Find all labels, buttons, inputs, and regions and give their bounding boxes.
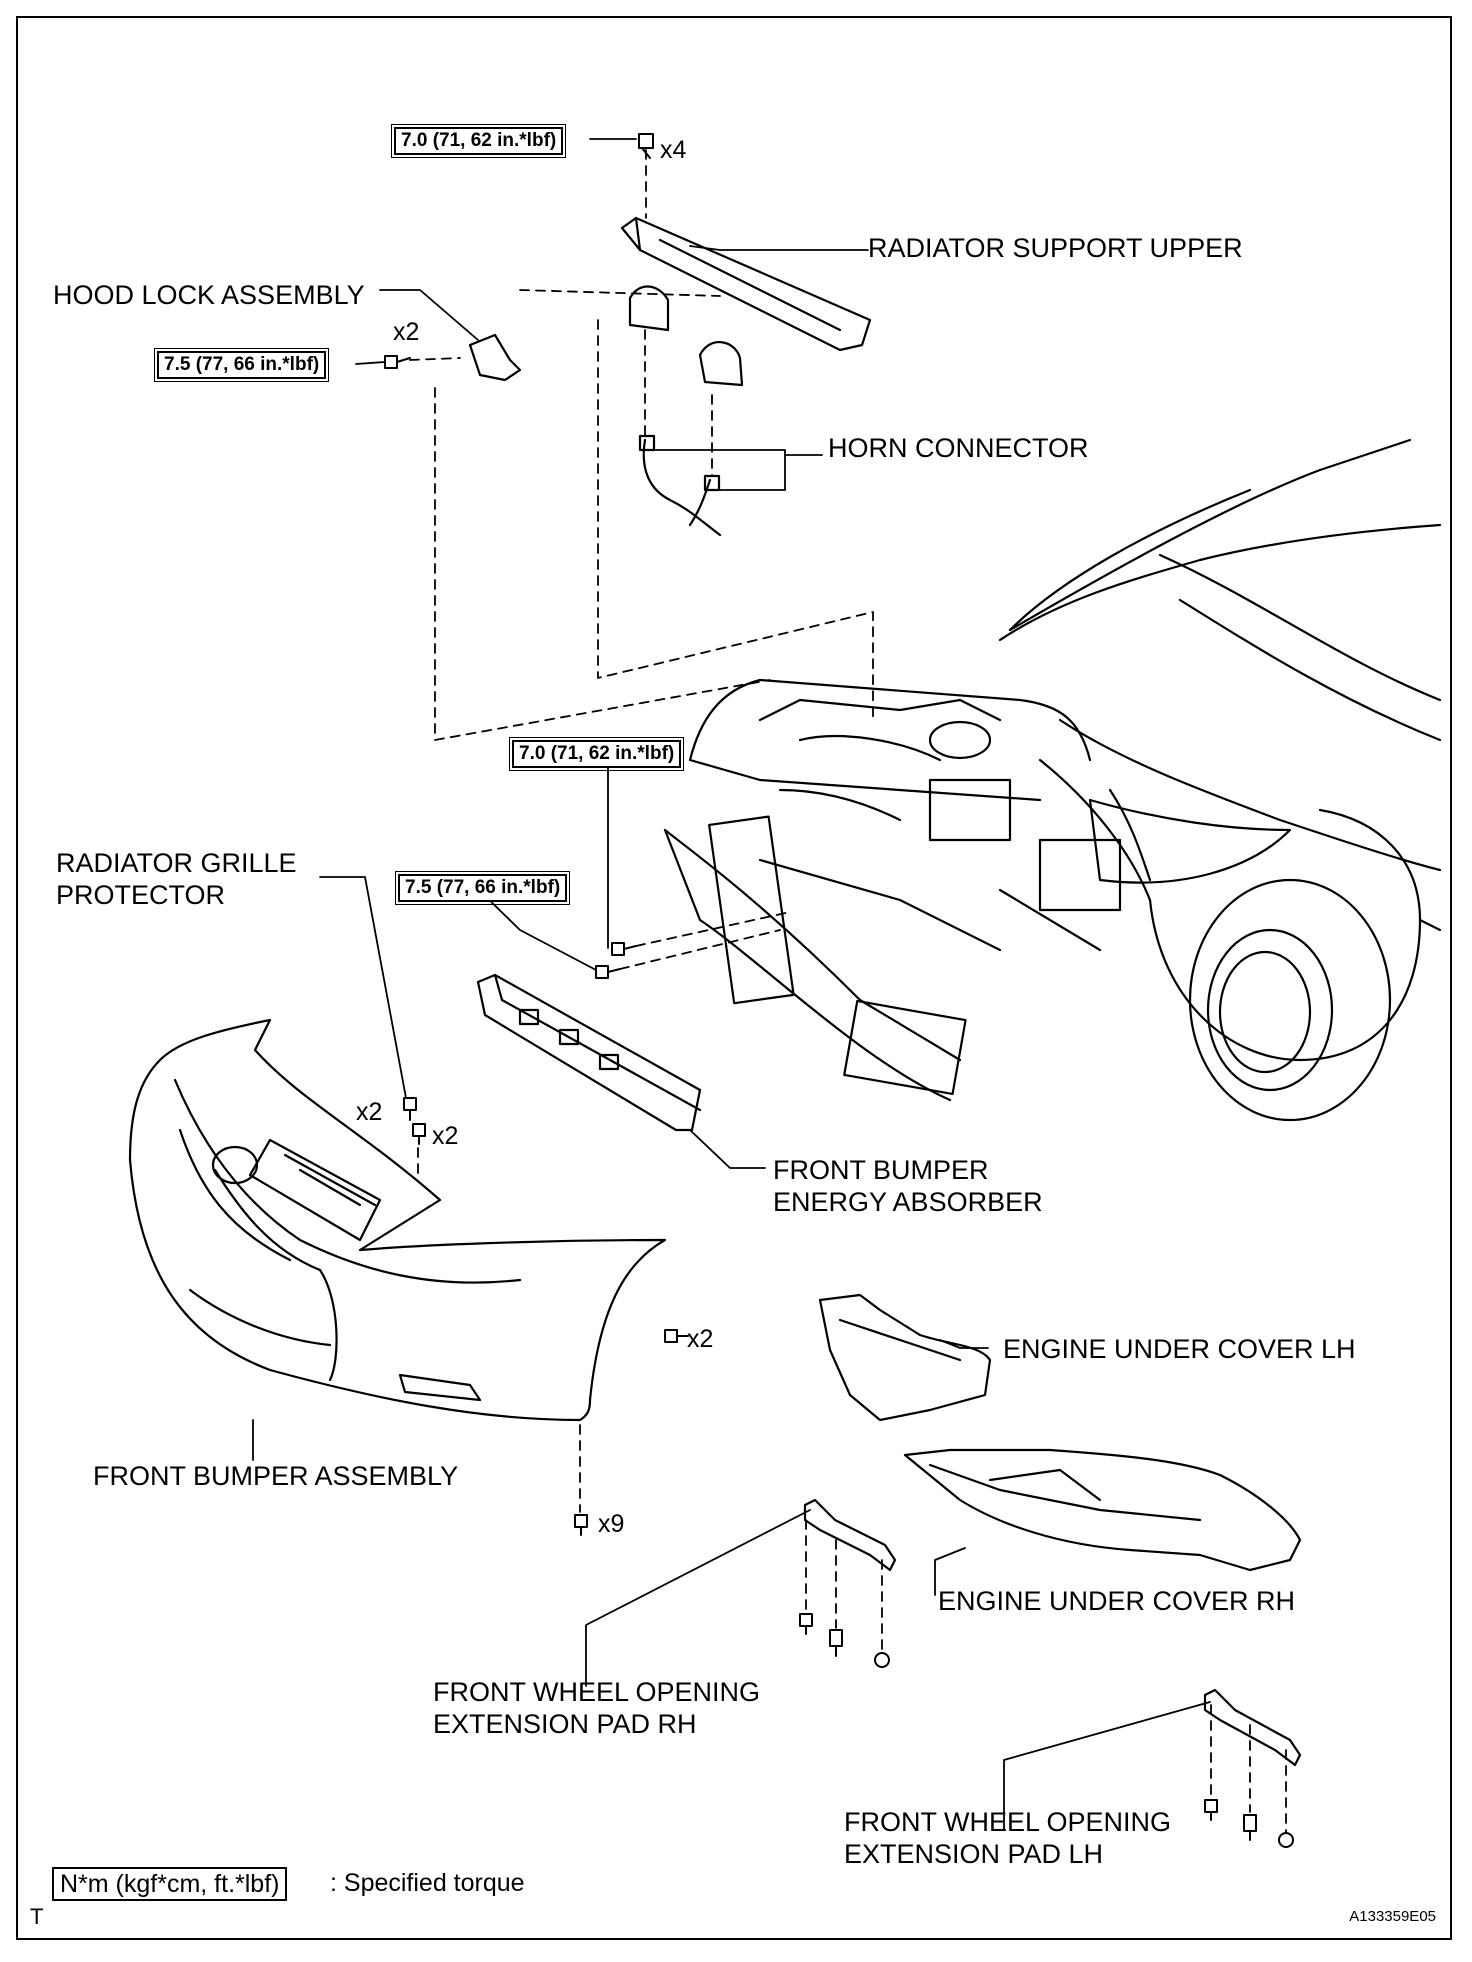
- label-horn-connector: HORN CONNECTOR: [828, 433, 1089, 463]
- torque-spec-absorber-upper: 7.0 (71, 62 in.*lbf): [508, 737, 685, 771]
- clip-icon: [1204, 1799, 1218, 1821]
- engine-under-covers: [818, 1293, 1302, 1572]
- clip-icon: [1243, 1814, 1257, 1841]
- corner-mark: T: [30, 1904, 44, 1929]
- torque-spec-absorber-lower: 7.5 (77, 66 in.*lbf): [394, 871, 571, 905]
- screw-icon: [664, 1329, 689, 1343]
- figure-id: A133359E05: [1349, 1908, 1436, 1925]
- qty-bumper-side-screws: x2: [687, 1325, 714, 1353]
- qty-grille-clips: x2: [432, 1122, 459, 1150]
- torque-spec-radiator-support: 7.0 (71, 62 in.*lbf): [390, 124, 567, 158]
- label-hood-lock-assembly: HOOD LOCK ASSEMBLY: [53, 280, 365, 310]
- label-front-bumper-assembly: FRONT BUMPER ASSEMBLY: [93, 1461, 459, 1491]
- qty-grille-screws: x2: [356, 1098, 383, 1126]
- leader-lines: [252, 138, 1211, 1831]
- label-engine-under-cover-lh: ENGINE UNDER COVER LH: [1003, 1334, 1356, 1364]
- vehicle-outline: [663, 438, 1442, 1122]
- clip-icon: [799, 1613, 813, 1635]
- radiator-support-upper-part: [468, 216, 872, 387]
- clip-icon: [1278, 1832, 1294, 1848]
- legend-description: : Specified torque: [330, 1869, 525, 1897]
- label-front-wheel-opening-extension-pad-lh: FRONT WHEEL OPENING EXTENSION PAD LH: [844, 1807, 1172, 1869]
- diagram-frame: [16, 16, 1452, 1940]
- label-front-bumper-energy-absorber: FRONT BUMPER ENERGY ABSORBER: [773, 1155, 1043, 1217]
- legend-unit-box: N*m (kgf*cm, ft.*lbf): [52, 1867, 288, 1901]
- assembly-guide-lines: [409, 149, 1287, 1833]
- extension-pads: [803, 1498, 1302, 1767]
- label-radiator-support-upper: RADIATOR SUPPORT UPPER: [868, 233, 1243, 263]
- front-bumper-part: [128, 1018, 667, 1422]
- fasteners: [384, 133, 1294, 1848]
- label-engine-under-cover-rh: ENGINE UNDER COVER RH: [938, 1586, 1296, 1616]
- clip-icon: [874, 1652, 890, 1668]
- label-front-wheel-opening-extension-pad-rh: FRONT WHEEL OPENING EXTENSION PAD RH: [433, 1677, 761, 1739]
- clip-icon: [829, 1629, 843, 1657]
- bolt-icon: [595, 965, 621, 979]
- qty-hood-lock-bolts: x2: [393, 318, 420, 346]
- bolt-icon: [384, 355, 411, 369]
- label-radiator-grille-protector: RADIATOR GRILLE PROTECTOR: [56, 848, 297, 910]
- qty-radiator-support-bolts: x4: [660, 136, 687, 164]
- torque-spec-hood-lock: 7.5 (77, 66 in.*lbf): [153, 348, 330, 382]
- clip-icon: [412, 1123, 426, 1145]
- bolt-icon: [611, 942, 637, 956]
- qty-bumper-bottom-clips: x9: [598, 1510, 625, 1538]
- energy-absorber-part: [476, 973, 702, 1132]
- clip-icon: [403, 1097, 417, 1121]
- clip-icon: [574, 1514, 588, 1536]
